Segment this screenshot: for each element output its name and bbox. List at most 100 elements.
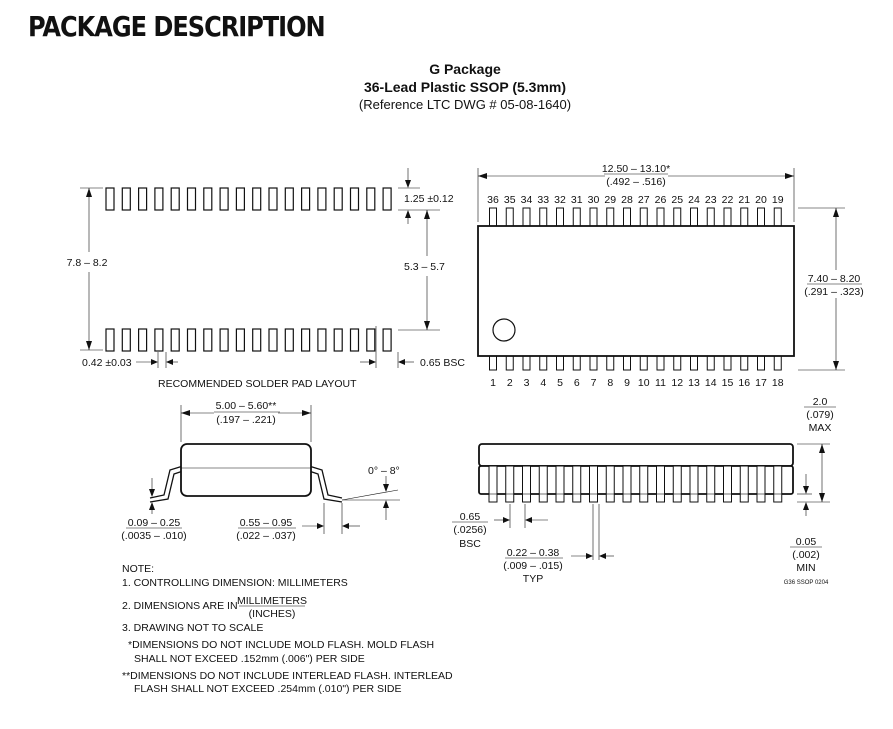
solder-pad xyxy=(333,187,343,211)
pin-number: 30 xyxy=(588,194,600,206)
note-star-2b: FLASH SHALL NOT EXCEED .254mm (.010") PE… xyxy=(134,683,401,695)
front-view-lead xyxy=(723,465,732,503)
foot-length-dim-mm: 0.55 – 0.95 xyxy=(240,517,293,529)
solder-pad xyxy=(170,187,180,211)
top-view-pins-upper xyxy=(489,207,782,227)
solder-pad xyxy=(154,328,164,352)
pin-number: 3 xyxy=(524,377,530,389)
pin-number: 34 xyxy=(521,194,533,206)
top-view-pin xyxy=(556,355,564,371)
note-2-numerator: MILLIMETERS xyxy=(237,595,307,607)
pin-number: 18 xyxy=(772,377,784,389)
front-view-lead xyxy=(639,465,649,503)
pad-row-top xyxy=(105,187,392,211)
package-title: G Package xyxy=(429,61,501,77)
lead-pitch-qualifier: BSC xyxy=(459,538,481,550)
top-view-pin xyxy=(690,355,698,371)
lead-pitch-dim-mm: 0.65 xyxy=(460,511,481,523)
front-view-lead xyxy=(572,465,582,503)
front-view-leads xyxy=(488,465,783,503)
solder-pad xyxy=(203,328,213,352)
top-view-pin xyxy=(706,207,715,227)
pin-number: 12 xyxy=(671,377,683,389)
top-view-pin xyxy=(539,207,548,227)
lead-thickness-dim-in: (.0035 – .010) xyxy=(121,530,186,542)
solder-pad xyxy=(170,328,180,352)
pin-number: 5 xyxy=(557,377,563,389)
pad-pitch-dim: 0.65 BSC xyxy=(420,357,465,369)
standoff-dim-in: (.002) xyxy=(792,549,819,561)
top-view-pin xyxy=(572,207,581,227)
top-view-pin xyxy=(656,355,665,371)
pin1-indicator xyxy=(492,318,516,342)
pin-number: 21 xyxy=(738,194,750,206)
solder-pad-layout: 7.8 – 8.2 1.25 ±0.12 5.3 – 5.7 0.42 ±0.0… xyxy=(67,168,465,390)
standoff-qualifier: MIN xyxy=(796,562,815,574)
pin-number: 2 xyxy=(507,377,513,389)
pin-number: 25 xyxy=(671,194,683,206)
pin-number: 7 xyxy=(591,377,597,389)
pin-number: 17 xyxy=(755,377,767,389)
top-view-pin xyxy=(773,355,782,371)
pin-number: 6 xyxy=(574,377,580,389)
top-view-pin xyxy=(723,355,732,371)
pin-number: 27 xyxy=(638,194,650,206)
top-view-pin xyxy=(489,207,497,227)
note-3: 3. DRAWING NOT TO SCALE xyxy=(122,622,263,634)
lead-pitch-dim-in: (.0256) xyxy=(453,524,486,536)
pin-number: 8 xyxy=(607,377,613,389)
top-view-pin xyxy=(673,207,682,227)
solder-pad xyxy=(301,187,311,211)
page-heading: PACKAGE DESCRIPTION xyxy=(28,10,326,43)
solder-pad xyxy=(105,328,115,352)
pin-number: 36 xyxy=(487,194,499,206)
pad-overall-width-dim: 7.8 – 8.2 xyxy=(67,257,108,269)
body-width-dim-mm: 5.00 – 5.60** xyxy=(216,400,277,412)
front-view-lead xyxy=(522,465,531,503)
body-length-dim-in: (.492 – .516) xyxy=(606,176,666,188)
solder-pad xyxy=(252,187,262,211)
solder-pad xyxy=(186,328,197,352)
pin-number: 9 xyxy=(624,377,630,389)
pin-number: 22 xyxy=(722,194,734,206)
lead-width-qualifier: TYP xyxy=(523,573,543,585)
pin-number: 29 xyxy=(604,194,616,206)
solder-pad xyxy=(186,187,197,211)
top-view-pin xyxy=(539,355,548,371)
pad-row-bottom xyxy=(105,328,392,352)
lead-width-dim-in: (.009 – .015) xyxy=(503,560,563,572)
solder-pad xyxy=(235,328,245,352)
package-height-dim-in: (.079) xyxy=(806,409,833,421)
package-height-qualifier: MAX xyxy=(809,422,832,434)
top-view-pin xyxy=(589,207,598,227)
pin-number: 33 xyxy=(537,194,549,206)
top-view-pin xyxy=(740,207,749,227)
top-view-pin xyxy=(740,355,749,371)
side-view-body xyxy=(180,443,312,497)
front-view-lead xyxy=(505,465,515,503)
pin-number: 15 xyxy=(722,377,734,389)
top-view-pin xyxy=(606,207,615,227)
top-view-pin xyxy=(606,355,615,371)
solder-pad xyxy=(268,187,278,211)
top-view-pin xyxy=(589,355,598,371)
front-view-lead xyxy=(656,465,665,503)
lead-angle-dim: 0° – 8° xyxy=(368,465,400,477)
solder-pad xyxy=(105,187,115,211)
top-view-pin xyxy=(556,207,564,227)
solder-pad xyxy=(349,187,360,211)
front-view-lead xyxy=(706,465,716,503)
solder-pad xyxy=(317,187,327,211)
pin-number: 4 xyxy=(540,377,546,389)
front-view-lead xyxy=(689,465,699,503)
body-length-dim-mm: 12.50 – 13.10* xyxy=(602,163,670,175)
top-view-pin xyxy=(706,355,715,371)
package-height-dim-mm: 2.0 xyxy=(813,396,828,408)
top-view-pin xyxy=(522,355,531,371)
solder-pad xyxy=(382,187,392,211)
pin-number: 26 xyxy=(655,194,667,206)
reference-drawing: (Reference LTC DWG # 05-08-1640) xyxy=(359,97,571,112)
top-view-pin xyxy=(505,355,514,371)
